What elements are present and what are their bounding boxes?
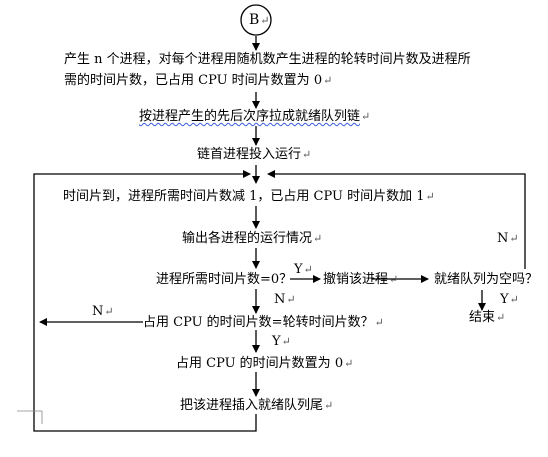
step-time-slice-up: 时间片到，进程所需时间片数减 1，已占用 CPU 时间片数加 1↵ (63, 189, 435, 204)
edge-label-queue-empty-no: N↵ (497, 231, 519, 246)
edge-label-needed-zero-yes: Y↵ (294, 262, 313, 277)
decision-ready-queue-empty: 就绪队列为空吗？ (434, 272, 539, 287)
step-generate-processes-line1: 产生 n 个进程，对每个进程用随机数产生进程的轮转时间片数及进程所 (64, 52, 471, 67)
arrow-queue-empty-no (267, 170, 526, 269)
step-build-ready-queue: 按进程产生的先后次序拉成就绪队列链↵ (139, 109, 371, 124)
edge-label-used-equals-yes: Y↵ (272, 334, 291, 349)
end-node: 结束↵ (469, 310, 506, 325)
start-connector-label: B↵ (249, 12, 270, 28)
step-insert-queue-tail: 把该进程插入就绪队列尾↵ (180, 398, 334, 413)
step-output-status: 输出各进程的运行情况↵ (182, 231, 323, 246)
step-cancel-process: 撤销该进程↵ (323, 272, 399, 287)
decision-needed-slices-zero: 进程所需时间片数=0？ (156, 272, 293, 287)
edge-label-used-equals-no: N↵ (92, 304, 114, 319)
start-connector-circle (240, 4, 272, 36)
step-generate-processes-line2: 需的时间片数，已占用 CPU 时间片数置为 0↵ (64, 73, 333, 88)
step-run-head-process: 链首进程投入运行↵ (197, 147, 312, 162)
arrow-loop-insert-to-timeslice (33, 170, 257, 432)
corner-mark (17, 410, 43, 424)
decision-used-equals-slice: 占用 CPU 的时间片数=轮转时间片数？↵ (143, 315, 384, 330)
step-reset-used-slices: 占用 CPU 的时间片数置为 0↵ (176, 356, 354, 371)
edge-label-needed-zero-no: N↵ (274, 292, 296, 307)
edge-label-queue-empty-yes: Y↵ (500, 292, 519, 307)
